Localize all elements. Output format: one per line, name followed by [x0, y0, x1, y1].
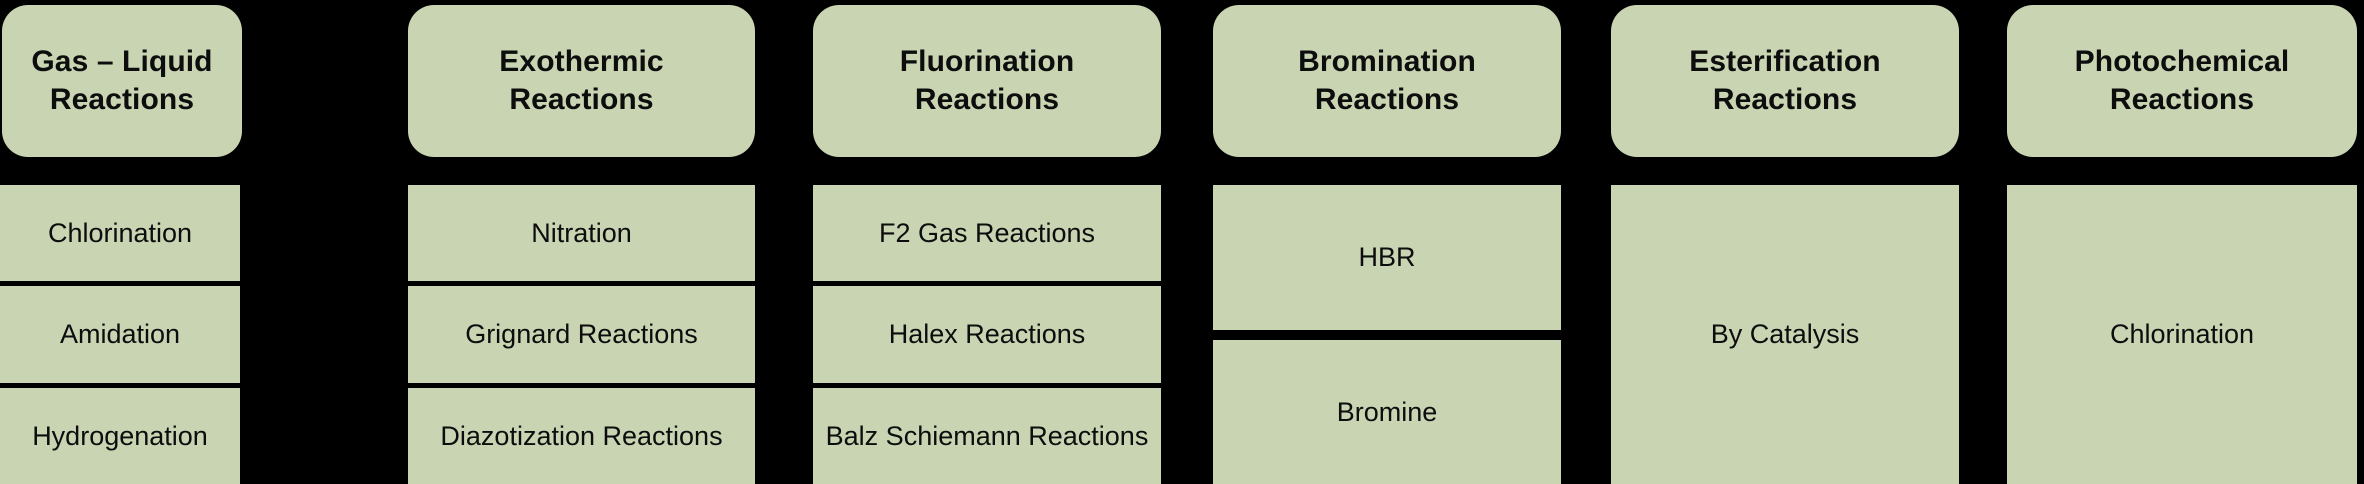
list-item[interactable]: F2 Gas Reactions: [813, 185, 1161, 282]
list-item[interactable]: Grignard Reactions: [408, 286, 755, 383]
list-item[interactable]: Balz Schiemann Reactions: [813, 387, 1161, 484]
category-items-gas-liquid-reactions: Chlorination Amidation Hydrogenation: [0, 185, 240, 484]
list-item[interactable]: Hydrogenation: [0, 387, 240, 484]
category-items-photochemical-reactions: Chlorination: [2007, 185, 2357, 484]
category-items-bromination-reactions: HBR Bromine: [1213, 185, 1561, 484]
category-header-exothermic-reactions[interactable]: Exothermic Reactions: [408, 5, 755, 157]
category-header-bromination-reactions[interactable]: Bromination Reactions: [1213, 5, 1561, 157]
category-column-gas-liquid-reactions: Gas – Liquid Reactions Chlorination Amid…: [0, 0, 360, 484]
category-header-label: Bromination Reactions: [1298, 45, 1476, 116]
category-header-label: Exothermic Reactions: [499, 45, 664, 116]
category-header-photochemical-reactions[interactable]: Photochemical Reactions: [2007, 5, 2357, 157]
category-header-gas-liquid-reactions[interactable]: Gas – Liquid Reactions: [2, 5, 242, 157]
category-header-label: Esterification Reactions: [1689, 45, 1881, 116]
list-item[interactable]: HBR: [1213, 185, 1561, 330]
list-item[interactable]: Halex Reactions: [813, 286, 1161, 383]
list-item[interactable]: Diazotization Reactions: [408, 387, 755, 484]
category-header-label: Fluorination Reactions: [899, 45, 1075, 116]
category-header-label: Gas – Liquid Reactions: [31, 45, 213, 116]
list-item[interactable]: Chlorination: [2007, 185, 2357, 484]
category-header-fluorination-reactions[interactable]: Fluorination Reactions: [813, 5, 1161, 157]
list-item[interactable]: By Catalysis: [1611, 185, 1959, 484]
list-item[interactable]: Amidation: [0, 286, 240, 383]
category-column-exothermic-reactions: Exothermic Reactions Nitration Grignard …: [404, 0, 759, 484]
category-items-fluorination-reactions: F2 Gas Reactions Halex Reactions Balz Sc…: [813, 185, 1161, 484]
list-item[interactable]: Nitration: [408, 185, 755, 282]
category-column-bromination-reactions: Bromination Reactions HBR Bromine: [1209, 0, 1565, 484]
category-column-esterification-reactions: Esterification Reactions By Catalysis: [1607, 0, 1963, 484]
category-header-esterification-reactions[interactable]: Esterification Reactions: [1611, 5, 1959, 157]
list-item[interactable]: Chlorination: [0, 185, 240, 282]
list-item[interactable]: Bromine: [1213, 339, 1561, 484]
category-column-fluorination-reactions: Fluorination Reactions F2 Gas Reactions …: [809, 0, 1165, 484]
category-items-exothermic-reactions: Nitration Grignard Reactions Diazotizati…: [408, 185, 755, 484]
category-items-esterification-reactions: By Catalysis: [1611, 185, 1959, 484]
category-header-label: Photochemical Reactions: [2074, 45, 2290, 116]
category-column-photochemical-reactions: Photochemical Reactions Chlorination: [2003, 0, 2361, 484]
